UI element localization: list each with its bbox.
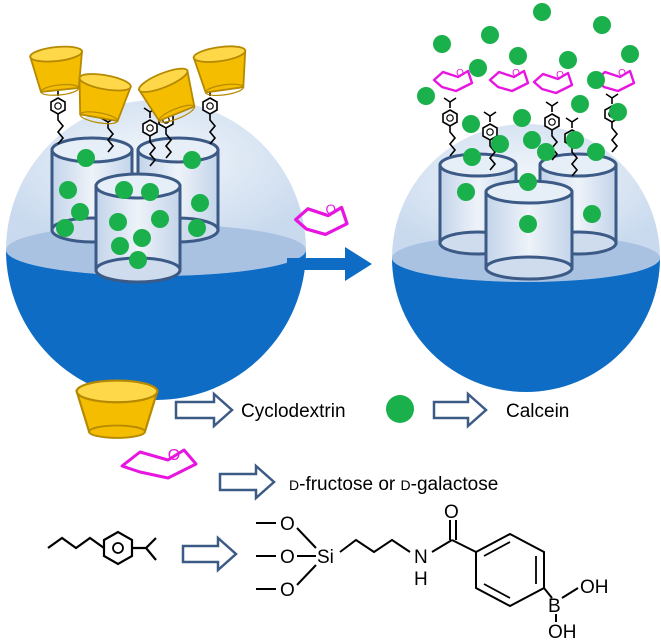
calcein-dot (433, 35, 451, 53)
legend: Cyclodextrin Calcein O D-fructose or D-g… (47, 379, 609, 640)
linker-legend-icon (47, 530, 157, 566)
sugar-label: D-fructose or D-galactose (289, 474, 498, 495)
hollow-arrow-icon (218, 463, 276, 501)
calcein-dot (513, 109, 531, 127)
calcein-dot (188, 219, 206, 237)
right-nanoparticle (392, 3, 660, 392)
hollow-arrow-icon (181, 535, 238, 573)
calcein-dot (129, 251, 147, 269)
calcein-dot (463, 148, 481, 166)
calcein-dot (109, 213, 127, 231)
calcein-dot (519, 173, 537, 191)
calcein-dot (59, 181, 77, 199)
calcein-dot (587, 143, 605, 161)
calcein-dot (571, 95, 589, 113)
oxygen-atom: O (280, 547, 295, 568)
hollow-arrow-icon (432, 391, 488, 429)
hydrogen-atom: H (414, 569, 428, 590)
calcein-dot (621, 45, 639, 63)
calcein-dot (111, 237, 129, 255)
hydroxyl-group: OH (580, 577, 609, 598)
silicon-atom: Si (317, 547, 334, 568)
calcein-legend-icon (386, 395, 414, 423)
calcein-dot (191, 194, 209, 212)
nitrogen-atom: N (414, 547, 428, 568)
calcein-dot (523, 131, 541, 149)
linker-molecule (604, 93, 620, 153)
sugar-label-part1: -fructose or (299, 474, 400, 495)
cyclodextrin-legend-icon (75, 379, 159, 439)
calcein-dot (141, 183, 159, 201)
calcein-dot (593, 16, 611, 34)
calcein-dot (417, 87, 435, 105)
calcein-dot (587, 71, 605, 89)
calcein-dot (56, 219, 74, 237)
left-calcein-cluster (56, 149, 209, 269)
oxygen-atom: O (280, 514, 295, 535)
calcein-dot (519, 215, 537, 233)
calcein-dot (469, 59, 487, 77)
sugar-legend-icon: O (120, 447, 198, 480)
bound-sugar-icon (532, 68, 574, 95)
hydroxyl-group: OH (548, 622, 577, 640)
legend-cyclodextrin-row: Cyclodextrin Calcein (75, 379, 569, 439)
calcein-dot (481, 26, 499, 44)
calcein-dot (151, 210, 169, 228)
reaction-arrow (287, 247, 372, 281)
calcein-dot (509, 47, 527, 65)
oxygen-atom: O (280, 580, 295, 601)
bound-sugar-icon (488, 66, 530, 93)
sugar-label-part2: -galactose (411, 474, 499, 495)
calcein-dot (583, 205, 601, 223)
left-pore-front (94, 172, 182, 284)
calcein-dot (457, 183, 475, 201)
ring-oxygen-label: O (168, 447, 180, 464)
calcein-dot (609, 103, 627, 121)
reaction-arrow-group (287, 200, 372, 281)
hollow-arrow-icon (174, 391, 234, 429)
calcein-dot (71, 203, 89, 221)
calcein-dot (77, 149, 95, 167)
small-caps-d: D (401, 477, 411, 493)
calcein-dot (133, 229, 151, 247)
calcein-dot (559, 51, 577, 69)
small-caps-d: D (289, 477, 299, 493)
bound-sugar-icon (432, 66, 474, 93)
left-nanoparticle (6, 42, 306, 400)
legend-linker-row: O O O Si N H O (47, 502, 609, 640)
left-sphere-bottom (6, 250, 306, 400)
calcein-dot (462, 115, 480, 133)
right-sphere-bottom (392, 258, 660, 392)
calcein-dot (491, 135, 509, 153)
calcein-dot (115, 181, 133, 199)
calcein-label: Calcein (506, 401, 569, 422)
cyclodextrin-cap (191, 42, 252, 100)
legend-sugar-row: O D-fructose or D-galactose (120, 447, 498, 501)
calcein-dot (537, 143, 555, 161)
boronic-acid-silane-structure: O O O Si N H O (256, 502, 609, 640)
released-calcein (417, 3, 639, 233)
boron-atom: B (548, 596, 561, 617)
calcein-dot (183, 151, 201, 169)
cyclodextrin-label: Cyclodextrin (241, 401, 346, 422)
calcein-dot (533, 3, 551, 21)
carbonyl-oxygen-atom: O (444, 502, 459, 523)
cyclodextrin-cap (28, 43, 88, 99)
calcein-dot (566, 131, 584, 149)
